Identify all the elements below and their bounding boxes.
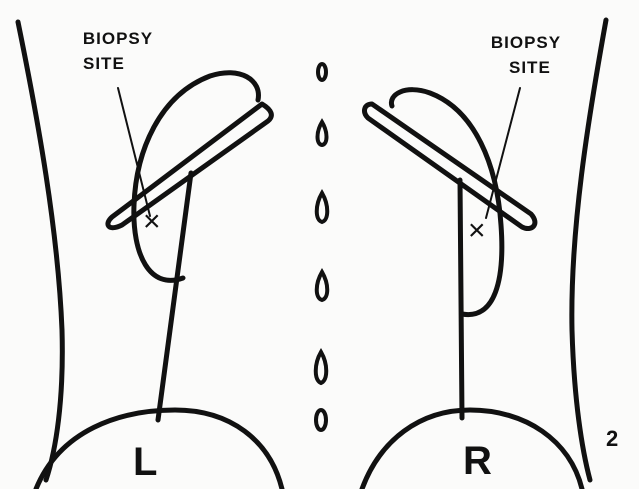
left-biopsy-line2: SITE bbox=[63, 55, 173, 72]
vertebra-mark bbox=[316, 410, 326, 430]
left-biopsy-label: BIOPSY SITE bbox=[63, 30, 173, 72]
vertebra-mark bbox=[317, 193, 328, 222]
vertebra-mark bbox=[318, 122, 327, 145]
right-biopsy-label: BIOPSY SITE bbox=[471, 34, 581, 76]
right-biopsy-leader bbox=[486, 88, 520, 218]
right-spine-line bbox=[460, 180, 462, 418]
right-body-outline bbox=[572, 20, 606, 480]
left-biopsy-marker: × bbox=[143, 207, 162, 237]
left-side-label: L bbox=[133, 442, 158, 482]
vertebra-mark bbox=[316, 352, 327, 383]
right-biopsy-line1: BIOPSY bbox=[471, 34, 581, 51]
right-biopsy-marker: × bbox=[468, 216, 487, 246]
left-spine-line bbox=[158, 173, 191, 420]
left-body-outline bbox=[18, 22, 62, 480]
left-kidney bbox=[134, 73, 259, 281]
vertebra-mark bbox=[318, 64, 326, 80]
right-side-label: R bbox=[463, 441, 493, 481]
right-rib bbox=[365, 104, 535, 229]
left-biopsy-line1: BIOPSY bbox=[63, 30, 173, 47]
figure-number: 2 bbox=[606, 428, 619, 450]
spinous-processes bbox=[316, 64, 328, 430]
vertebra-mark bbox=[317, 272, 328, 300]
right-biopsy-line2: SITE bbox=[471, 59, 581, 76]
